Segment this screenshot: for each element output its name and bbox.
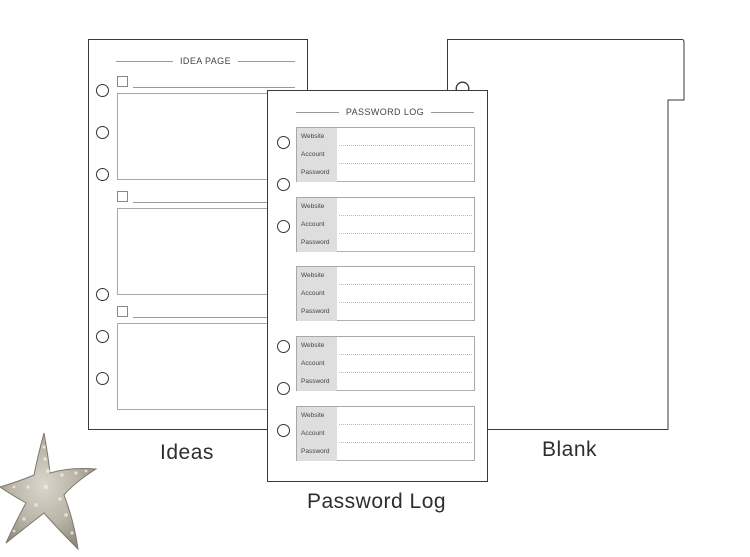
- password-entry-row: Website: [297, 198, 474, 216]
- binder-hole: [96, 84, 109, 97]
- binder-hole: [96, 372, 109, 385]
- password-entry-row: Account: [297, 285, 474, 303]
- password-entry-row: Password: [297, 303, 474, 321]
- password-entry-line: [339, 320, 472, 321]
- password-entry-row: Account: [297, 355, 474, 373]
- password-entry-row: Password: [297, 443, 474, 461]
- password-entry-line: [339, 284, 472, 285]
- binder-hole: [277, 340, 290, 353]
- password-entry-row: Account: [297, 425, 474, 443]
- idea-page-title: IDEA PAGE: [180, 56, 231, 66]
- password-entry-label: Password: [297, 303, 337, 321]
- password-entry-line: [339, 460, 472, 461]
- idea-title-line: [133, 87, 295, 88]
- password-entry-label: Account: [297, 285, 337, 303]
- password-entry-row: Account: [297, 216, 474, 234]
- password-entry-row: Website: [297, 128, 474, 146]
- password-log-title: PASSWORD LOG: [345, 107, 425, 117]
- password-entry-line: [339, 215, 472, 216]
- password-entry-label: Website: [297, 267, 337, 285]
- password-entry-line: [339, 424, 472, 425]
- password-entry-line: [339, 181, 472, 182]
- starfish-icon: [0, 432, 98, 551]
- binder-hole: [96, 288, 109, 301]
- binder-hole: [277, 424, 290, 437]
- password-entry-row: Password: [297, 373, 474, 391]
- password-log-header: PASSWORD LOG: [296, 107, 474, 117]
- binder-hole: [96, 168, 109, 181]
- idea-title-line: [133, 317, 295, 318]
- password-entry-label: Website: [297, 337, 337, 355]
- password-entry-label: Password: [297, 443, 337, 461]
- blank-caption: Blank: [542, 438, 598, 461]
- password-entry-label: Website: [297, 407, 337, 425]
- password-entry-row: Website: [297, 267, 474, 285]
- idea-title-line: [133, 202, 295, 203]
- password-entry-label: Website: [297, 198, 337, 216]
- password-entry-line: [339, 251, 472, 252]
- password-entry-row: Password: [297, 234, 474, 252]
- password-entry-row: Website: [297, 337, 474, 355]
- idea-checkbox: [117, 306, 128, 317]
- password-entry-label: Account: [297, 355, 337, 373]
- password-entry-label: Password: [297, 373, 337, 391]
- password-entry-label: Website: [297, 128, 337, 146]
- password-log-caption: Password Log: [307, 490, 447, 513]
- password-entry-line: [339, 302, 472, 303]
- password-entry-row: Password: [297, 164, 474, 182]
- binder-hole: [277, 220, 290, 233]
- blank-page-sheet: [447, 39, 685, 430]
- binder-hole: [277, 382, 290, 395]
- binder-hole: [96, 126, 109, 139]
- password-entry-line: [339, 390, 472, 391]
- password-entry-line: [339, 145, 472, 146]
- password-entry-label: Account: [297, 146, 337, 164]
- idea-checkbox: [117, 76, 128, 87]
- password-entry-line: [339, 233, 472, 234]
- password-entry-label: Account: [297, 216, 337, 234]
- binder-hole: [96, 330, 109, 343]
- password-entry-label: Password: [297, 234, 337, 252]
- idea-page-header: IDEA PAGE: [116, 56, 296, 66]
- binder-hole: [277, 136, 290, 149]
- password-entry-label: Password: [297, 164, 337, 182]
- password-entry-line: [339, 442, 472, 443]
- password-entry-label: Account: [297, 425, 337, 443]
- idea-checkbox: [117, 191, 128, 202]
- password-entry-row: Website: [297, 407, 474, 425]
- ideas-caption: Ideas: [160, 441, 214, 464]
- password-entry-row: Account: [297, 146, 474, 164]
- binder-hole: [277, 178, 290, 191]
- password-entry-line: [339, 163, 472, 164]
- password-entry-line: [339, 354, 472, 355]
- password-entry-line: [339, 372, 472, 373]
